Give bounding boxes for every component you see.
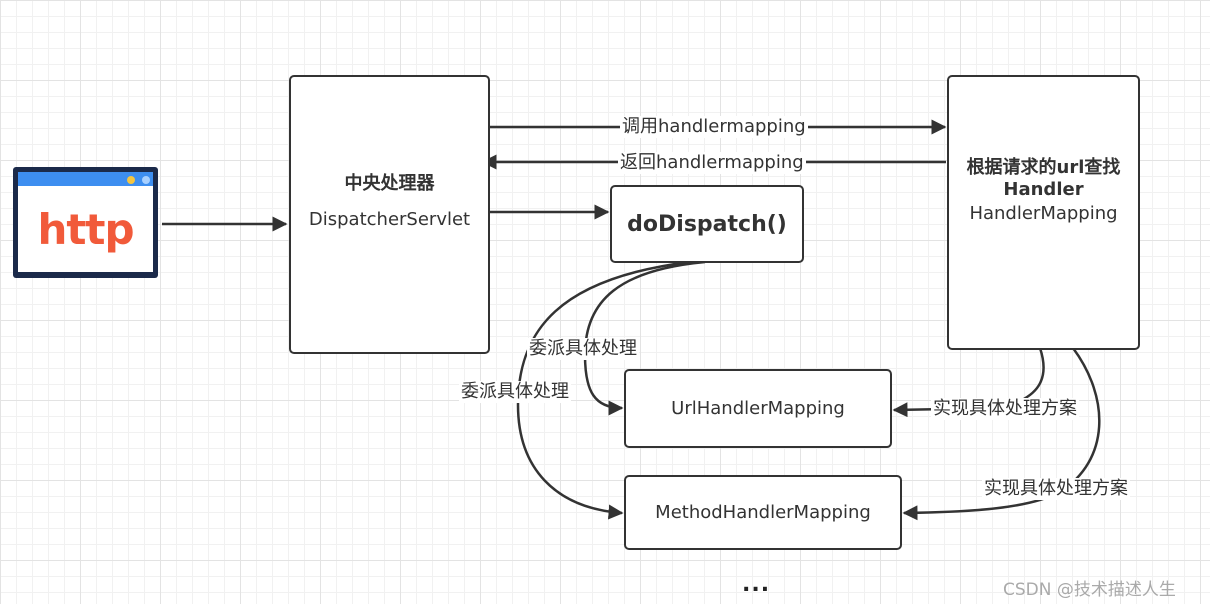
handlermapping-subtitle: HandlerMapping	[969, 203, 1118, 224]
label-delegate-1: 委派具体处理	[527, 338, 639, 360]
label-return-handlermapping: 返回handlermapping	[618, 152, 806, 174]
watermark: CSDN @技术描述人生	[1003, 580, 1176, 600]
dispatcher-node[interactable]: 中央处理器 DispatcherServlet	[289, 75, 490, 354]
dispatcher-subtitle: DispatcherServlet	[308, 209, 471, 230]
window-dot-blue-icon	[142, 176, 150, 184]
http-icon: http	[13, 167, 158, 278]
http-icon-body: http	[18, 186, 153, 272]
label-call-handlermapping: 调用handlermapping	[620, 116, 808, 138]
label-delegate-2: 委派具体处理	[459, 381, 571, 403]
methodhandlermapping-node[interactable]: MethodHandlerMapping	[624, 475, 902, 550]
handlermapping-node[interactable]: 根据请求的url查找Handler HandlerMapping	[947, 75, 1140, 350]
dodispatch-node[interactable]: doDispatch()	[610, 185, 804, 263]
dispatcher-title: 中央处理器	[344, 173, 435, 194]
ellipsis: ...	[742, 572, 771, 597]
label-impl-1: 实现具体处理方案	[931, 398, 1079, 420]
dodispatch-title: doDispatch()	[627, 211, 787, 237]
http-icon-label: http	[37, 204, 134, 254]
label-impl-2: 实现具体处理方案	[982, 478, 1130, 500]
methodhandlermapping-title: MethodHandlerMapping	[655, 502, 871, 523]
handlermapping-title: 根据请求的url查找Handler	[966, 157, 1121, 200]
http-icon-titlebar	[18, 172, 153, 186]
urlhandlermapping-node[interactable]: UrlHandlerMapping	[624, 369, 892, 448]
urlhandlermapping-title: UrlHandlerMapping	[671, 398, 845, 419]
window-dot-yellow-icon	[127, 176, 135, 184]
